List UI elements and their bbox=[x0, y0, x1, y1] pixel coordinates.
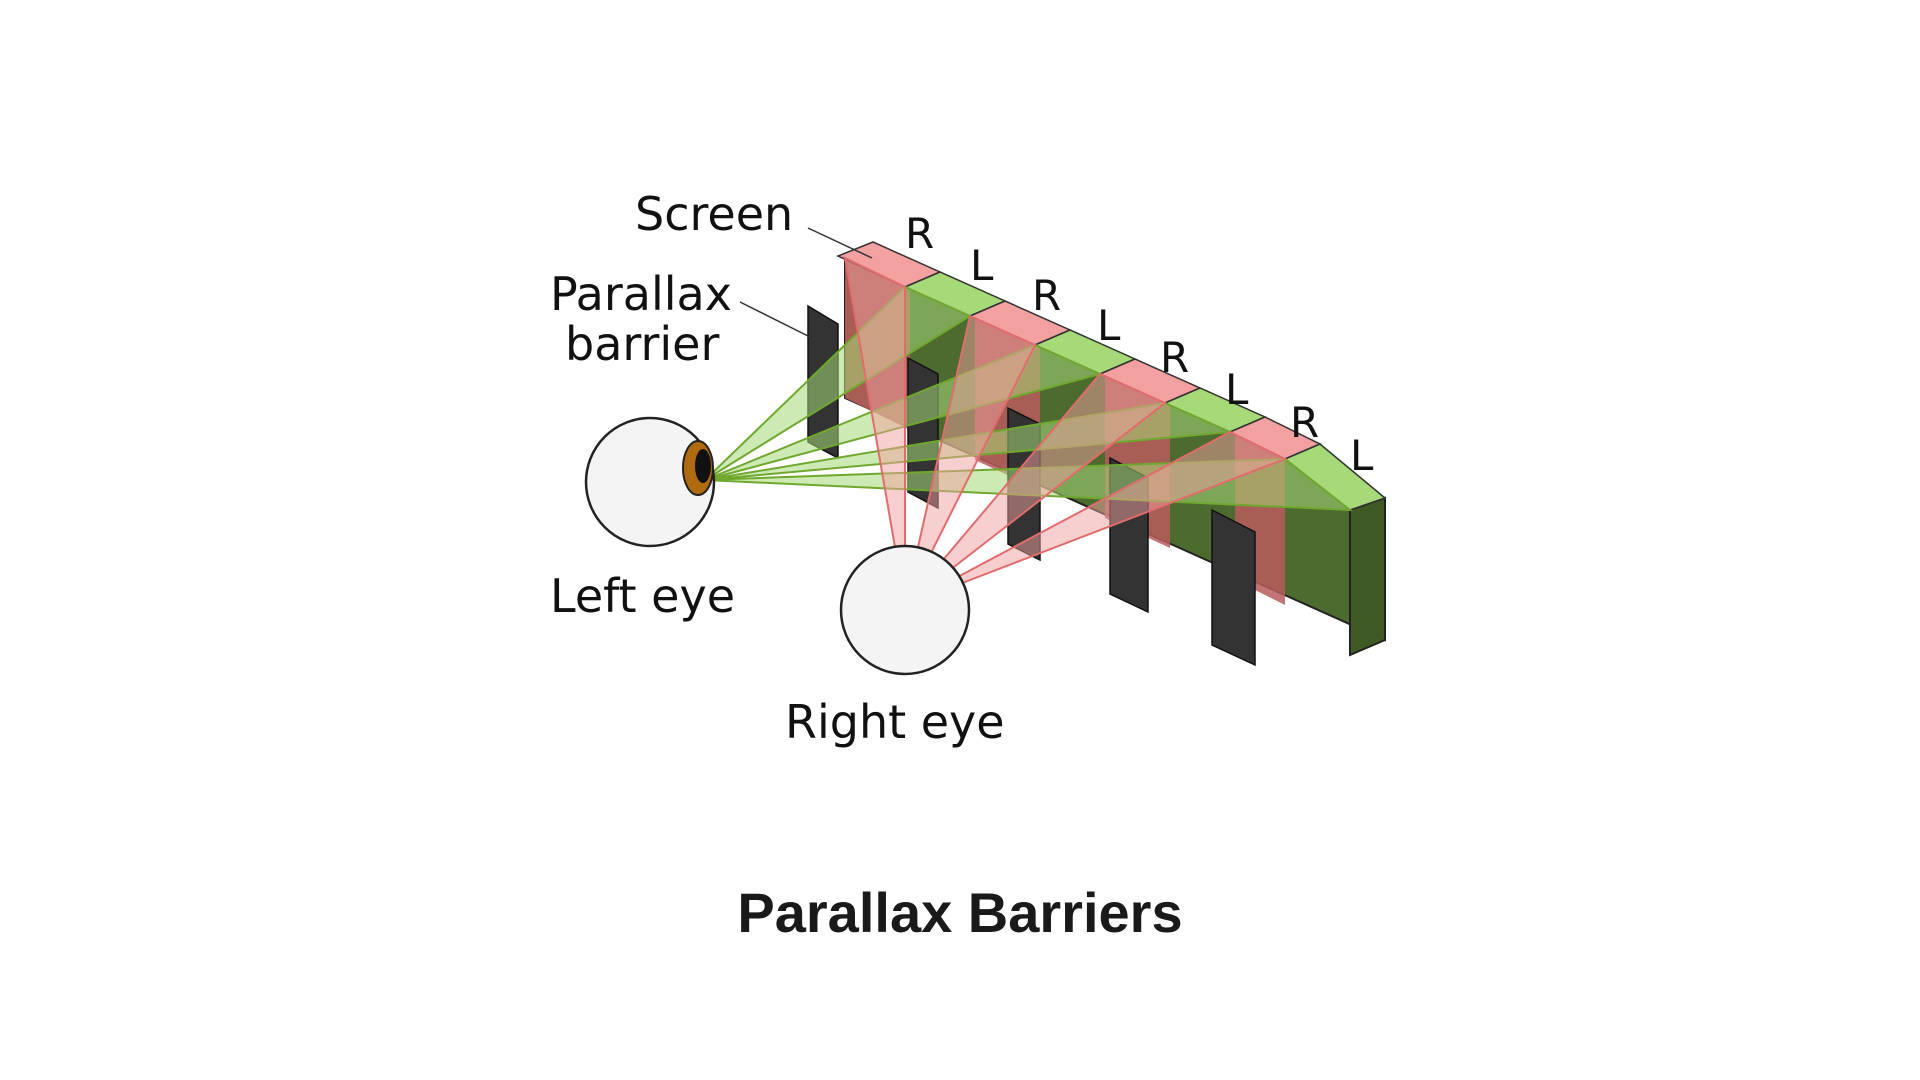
screen-end-face bbox=[1349, 496, 1386, 657]
label-left-eye: Left eye bbox=[550, 569, 735, 623]
label-barrier: barrier bbox=[565, 317, 719, 371]
strip-letter: L bbox=[1097, 301, 1121, 350]
barrier-slat bbox=[1211, 508, 1256, 667]
strip-letter: R bbox=[1032, 271, 1061, 320]
screen-leader-line bbox=[807, 227, 873, 259]
barrier-leader-line bbox=[739, 301, 813, 339]
right-eye-rays bbox=[843, 256, 1288, 606]
strip-letter: L bbox=[1225, 365, 1249, 414]
strip-letter: R bbox=[1160, 333, 1189, 382]
label-screen: Screen bbox=[635, 187, 793, 241]
strip-letter: R bbox=[1290, 398, 1319, 447]
strip-letter: L bbox=[970, 241, 994, 290]
left-eye-pupil bbox=[695, 449, 711, 483]
label-parallax: Parallax bbox=[550, 267, 732, 321]
strip-letter: L bbox=[1350, 431, 1374, 480]
diagram-caption: Parallax Barriers bbox=[737, 881, 1183, 944]
screen-top-strips bbox=[836, 241, 1387, 511]
left-eye bbox=[584, 416, 716, 548]
right-eye bbox=[839, 544, 971, 676]
label-right-eye: Right eye bbox=[785, 695, 1005, 749]
strip-letters: R L R L R L R L bbox=[905, 209, 1374, 480]
strip-letter: R bbox=[905, 209, 934, 258]
